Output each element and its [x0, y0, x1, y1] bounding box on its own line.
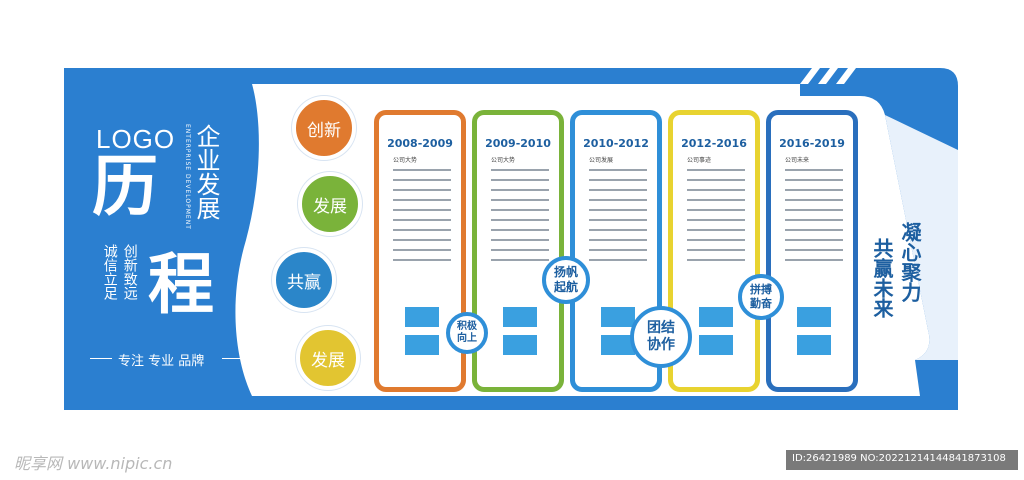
circle-label: 发展 — [313, 196, 347, 217]
card-image-block — [503, 335, 537, 355]
circle-innovation: 创新 — [292, 96, 356, 160]
card-year: 2008-2009 — [387, 137, 453, 150]
tagline-line-left — [90, 358, 112, 359]
badge-line: 起航 — [553, 280, 578, 294]
tagline: 专注 专业 品牌 — [118, 354, 205, 369]
card-year: 2016-2019 — [779, 137, 845, 150]
watermark-text: 昵享网 www.nipic.cn — [14, 454, 173, 473]
badge-line: 拼搏 — [750, 283, 772, 297]
badge-line: 协作 — [647, 337, 675, 353]
card-year: 2009-2010 — [485, 137, 551, 150]
card-text-lines — [491, 169, 549, 269]
card-text-lines — [687, 169, 745, 269]
badge-positive: 积极 向上 — [446, 312, 488, 354]
timeline-card-1: 2008-2009 公司大势 — [374, 110, 466, 392]
circle-development-2: 发展 — [296, 326, 360, 390]
card-image-block — [699, 307, 733, 327]
tagline-line-right — [222, 358, 244, 359]
circle-label: 共赢 — [287, 272, 321, 293]
card-image-block — [699, 335, 733, 355]
card-image-block — [503, 307, 537, 327]
heading-vertical: 企业发展 — [192, 124, 220, 220]
card-text-lines — [393, 169, 451, 269]
badge-set-sail: 扬帆 起航 — [542, 256, 590, 304]
id-bar — [786, 450, 1018, 470]
card-image-block — [601, 307, 635, 327]
right-slogan-col-2: 共赢未来 — [870, 238, 894, 318]
card-subtitle: 公司大势 — [393, 157, 418, 164]
card-image-block — [797, 335, 831, 355]
card-text-lines — [589, 169, 647, 269]
badge-line: 扬帆 — [553, 265, 578, 279]
card-year: 2012-2016 — [681, 137, 747, 150]
english-vertical: ENTERPRISE DEVELOPMENT — [184, 124, 191, 230]
badge-line: 勤奋 — [750, 297, 772, 310]
circle-label: 发展 — [311, 350, 345, 371]
timeline-card-2: 2009-2010 公司大势 — [472, 110, 564, 392]
badge-line: 团结 — [647, 319, 675, 336]
card-image-block — [405, 335, 439, 355]
card-subtitle: 公司发展 — [589, 157, 614, 164]
card-subtitle: 公司事迹 — [687, 157, 712, 164]
card-image-block — [601, 335, 635, 355]
id-text: ID:26421989 NO:20221214144841873108 — [792, 453, 1006, 464]
card-subtitle: 公司未来 — [785, 157, 810, 164]
circle-win-win: 共赢 — [272, 248, 336, 312]
badge-hard-work: 拼搏 勤奋 — [738, 274, 784, 320]
card-text-lines — [785, 169, 843, 269]
circle-label: 创新 — [307, 120, 341, 141]
timeline-card-5: 2016-2019 公司未来 — [766, 110, 858, 392]
badge-teamwork: 团结 协作 — [630, 306, 692, 368]
card-subtitle: 公司大势 — [491, 157, 516, 164]
card-year: 2010-2012 — [583, 137, 649, 150]
slogan-col-1: 诚信立足 — [101, 244, 118, 300]
title-char-li: 历 — [92, 148, 158, 225]
badge-line: 积极 — [457, 320, 477, 332]
title-char-cheng: 程 — [148, 246, 214, 323]
card-image-block — [405, 307, 439, 327]
card-image-block — [797, 307, 831, 327]
logo-text: LOGO — [96, 124, 176, 154]
circle-development-1: 发展 — [298, 172, 362, 236]
badge-line: 向上 — [457, 333, 477, 344]
slogan-col-2: 创新致远 — [121, 244, 138, 300]
right-slogan-col-1: 凝心聚力 — [898, 222, 922, 302]
